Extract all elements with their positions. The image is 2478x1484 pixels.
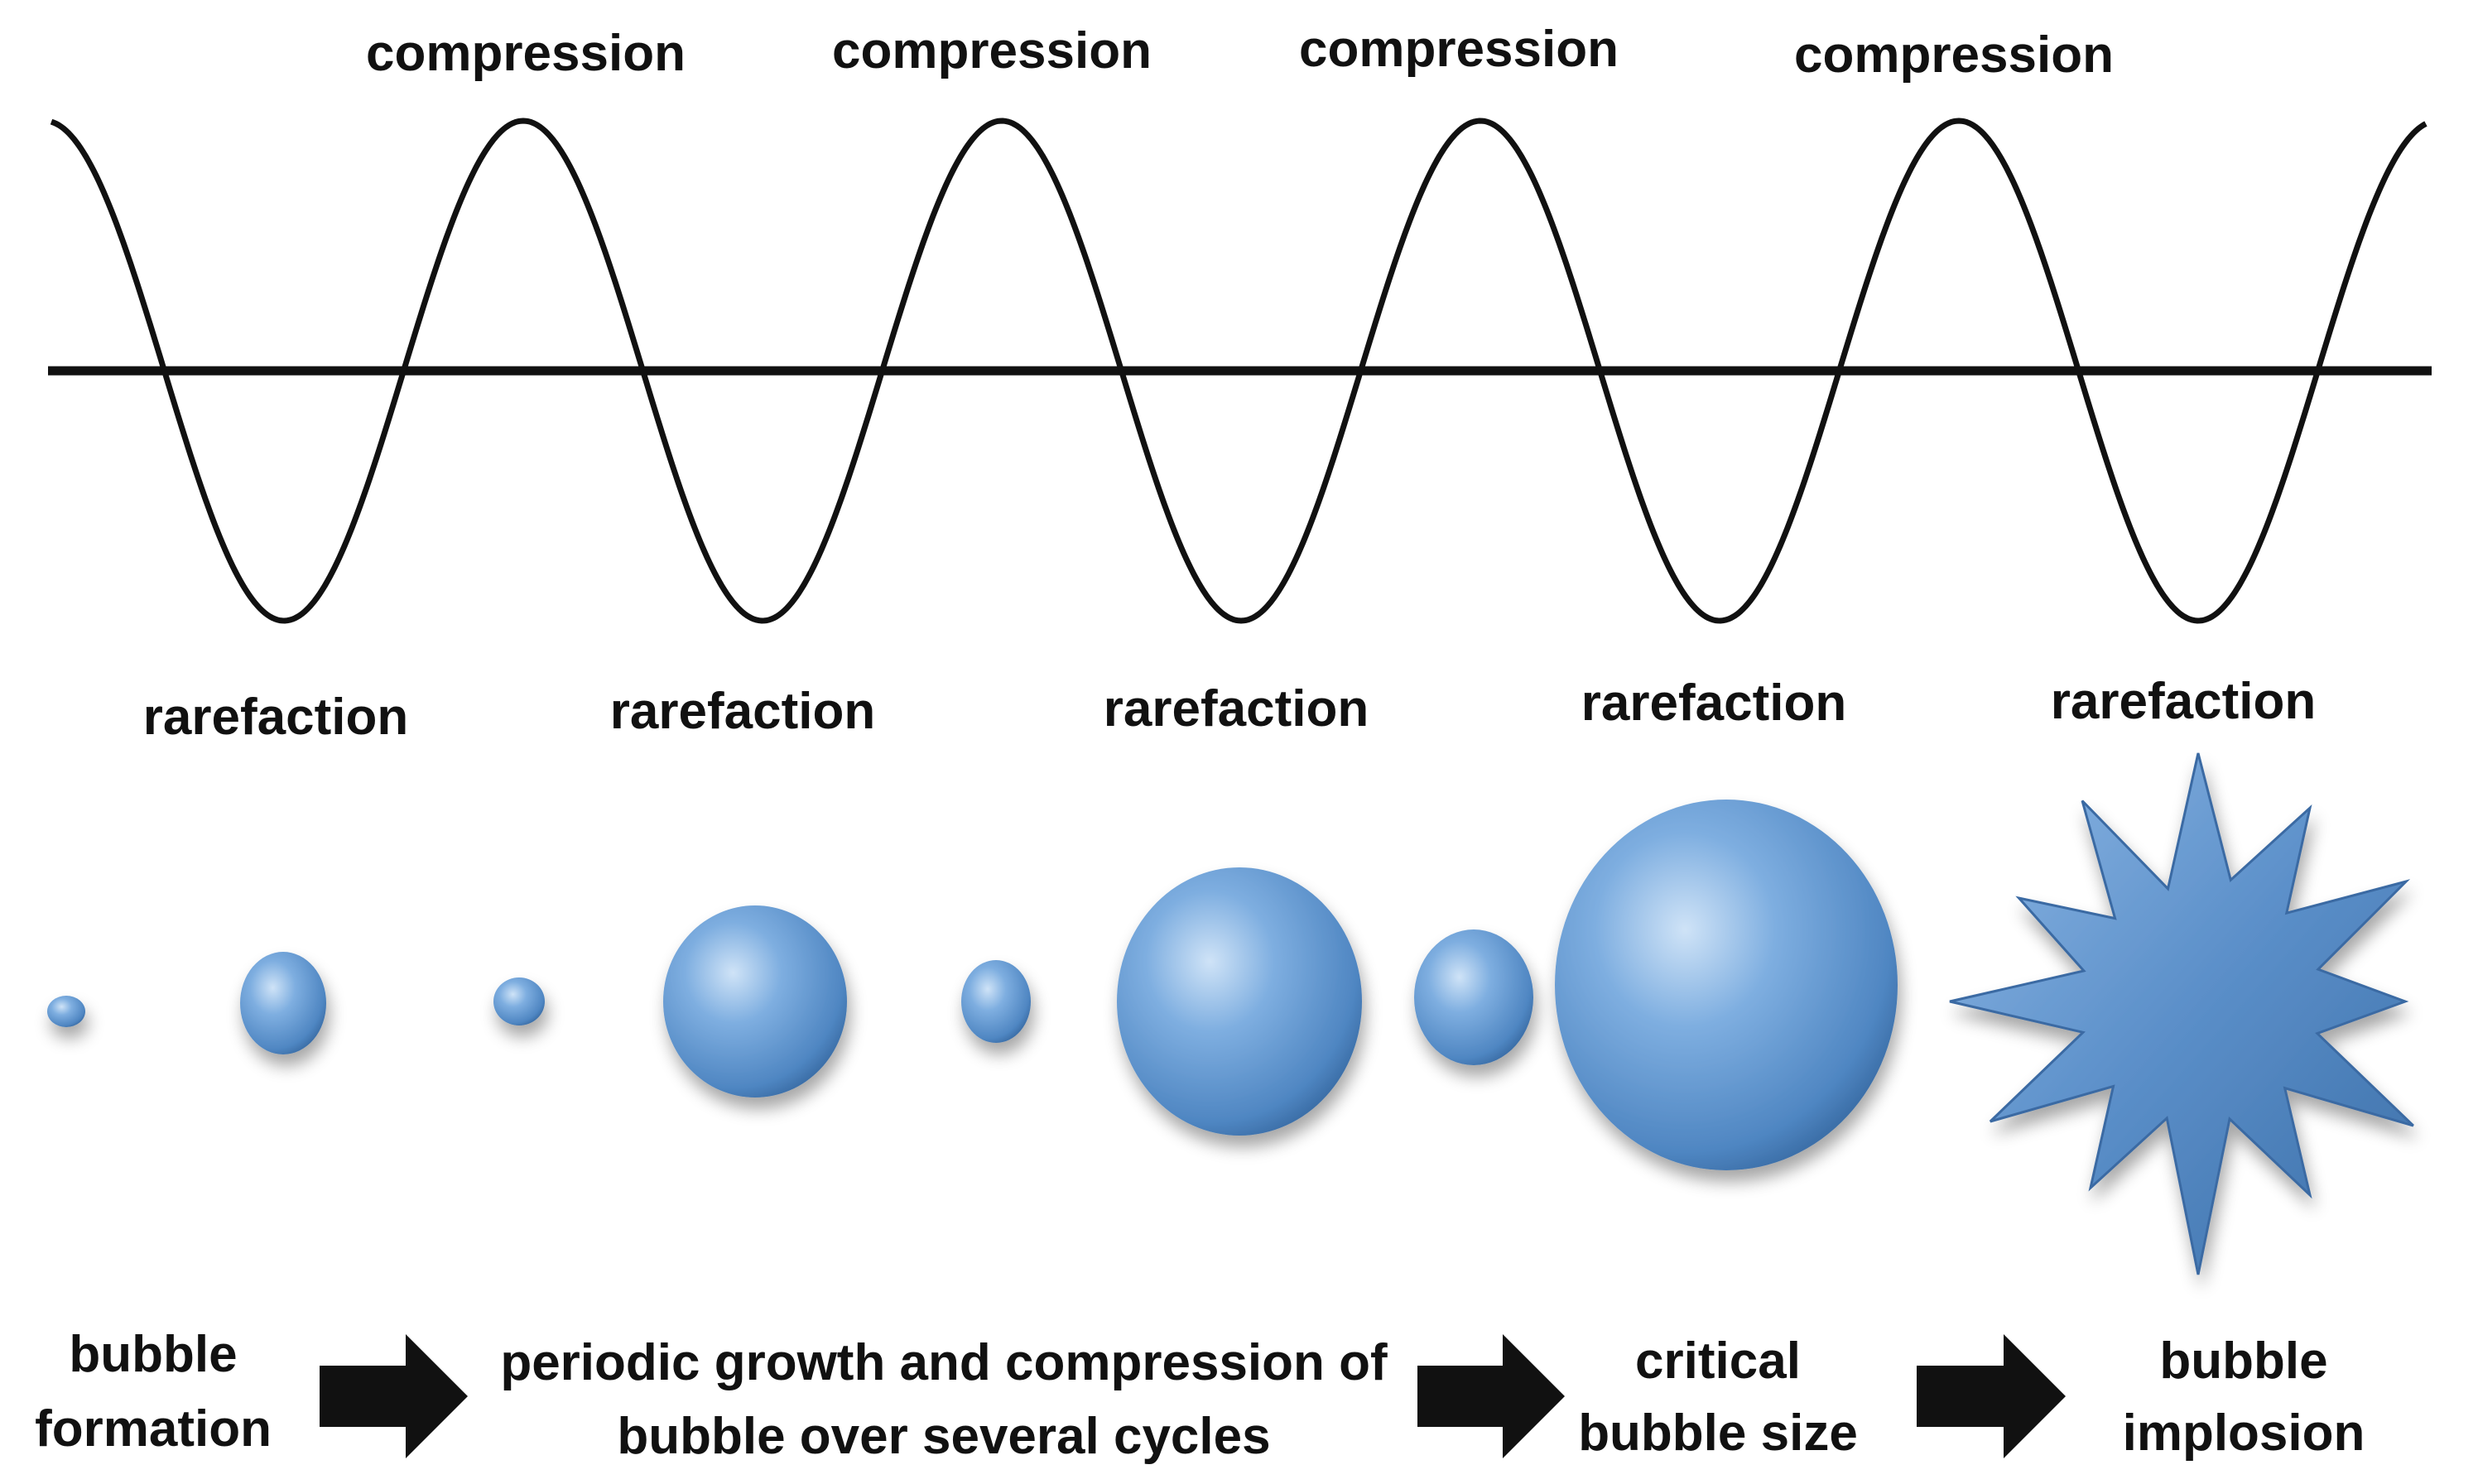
bubble: [47, 996, 85, 1027]
stage-captions: bubble formation periodic growth and com…: [35, 1326, 2365, 1465]
pressure-wave: [50, 118, 2427, 624]
rarefaction-label: rarefaction: [1581, 675, 1846, 732]
compression-label: compression: [366, 25, 686, 82]
right-arrow-icon: [320, 1334, 468, 1458]
stage-arrows: [320, 1334, 2066, 1458]
rarefaction-label: rarefaction: [143, 689, 408, 746]
rarefaction-labels: rarefaction rarefaction rarefaction rare…: [143, 673, 2316, 746]
stage-label-implosion: implosion: [2123, 1405, 2365, 1462]
right-arrow-icon: [1417, 1334, 1565, 1458]
compression-label: compression: [1794, 26, 2114, 84]
stage-label-critical: bubble size: [1578, 1405, 1858, 1462]
bubble: [240, 952, 326, 1054]
compression-label: compression: [1299, 21, 1619, 78]
stage-label-critical: critical: [1635, 1333, 1801, 1390]
compression-label: compression: [832, 22, 1152, 79]
right-arrow-icon: [1917, 1334, 2066, 1458]
stage-label-growth: periodic growth and compression of: [500, 1334, 1388, 1391]
bubble: [1414, 929, 1533, 1065]
bubble: [493, 977, 545, 1025]
bubble: [1117, 867, 1362, 1136]
bubble: [961, 960, 1031, 1043]
stage-label-formation: bubble: [69, 1326, 237, 1383]
imploding-bubble: [1949, 752, 2414, 1275]
bubble-sequence: [47, 752, 2414, 1275]
compression-labels: compression compression compression comp…: [366, 21, 2114, 84]
rarefaction-label: rarefaction: [610, 683, 875, 740]
bubble: [1555, 800, 1898, 1170]
rarefaction-label: rarefaction: [1104, 680, 1369, 737]
stage-label-formation: formation: [35, 1400, 272, 1458]
rarefaction-label: rarefaction: [2051, 673, 2316, 730]
stage-label-implosion: bubble: [2159, 1333, 2327, 1390]
stage-label-growth: bubble over several cycles: [617, 1408, 1270, 1465]
bubble: [663, 905, 847, 1097]
